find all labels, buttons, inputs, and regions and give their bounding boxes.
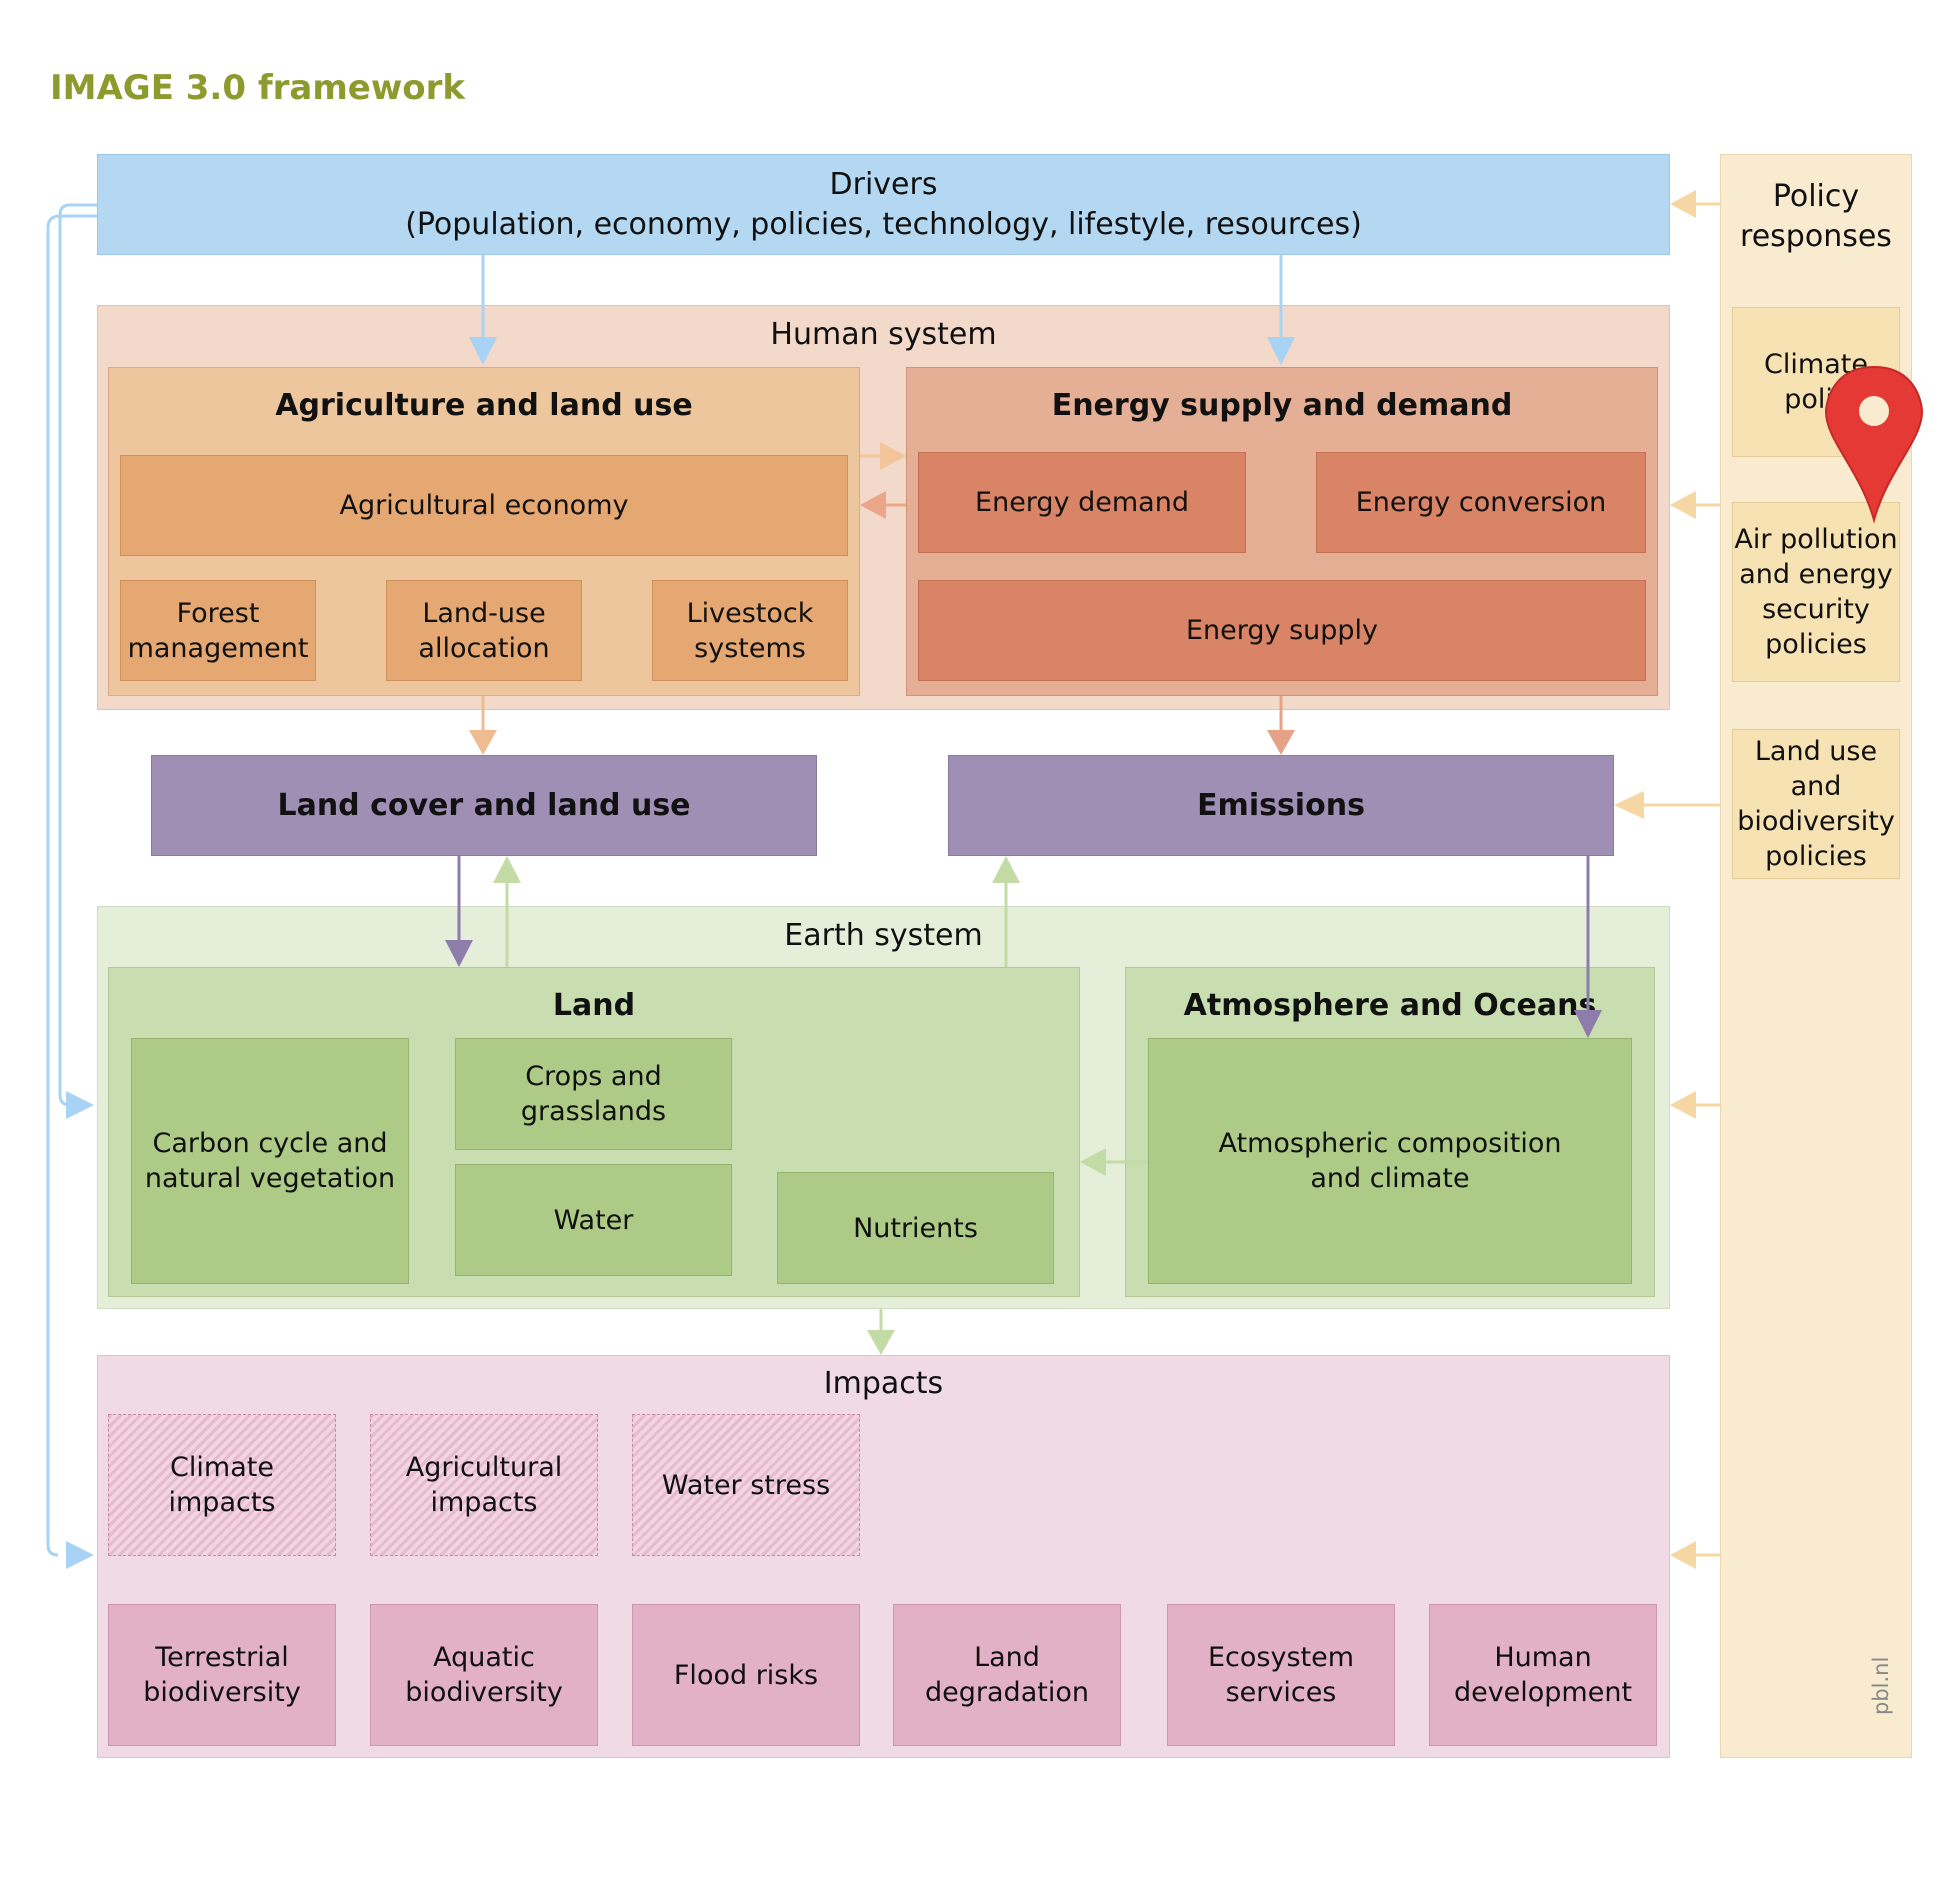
drivers-subtitle: (Population, economy, policies, technolo…	[405, 206, 1362, 242]
humdev-line1: Human	[1494, 1642, 1592, 1673]
arrowhead-loop-impacts	[66, 1541, 94, 1569]
aquatic-line2: biodiversity	[405, 1677, 563, 1708]
climate-impacts-box[interactable]: Climate impacts	[108, 1414, 336, 1556]
landdeg-line1: Land	[974, 1642, 1040, 1673]
livestock-systems-box[interactable]: Livestock systems	[652, 580, 848, 681]
arrowhead-agri-energy	[880, 442, 906, 470]
energy-header: Energy supply and demand	[1051, 388, 1513, 423]
driver-loop-earth	[58, 203, 97, 1107]
agri-impacts-line2: impacts	[430, 1487, 538, 1518]
climate-impacts-line2: impacts	[168, 1487, 276, 1518]
agricultural-impacts-box[interactable]: Agricultural impacts	[370, 1414, 598, 1556]
nutrients-box[interactable]: Nutrients	[777, 1172, 1054, 1284]
arrowhead-driver-agri	[469, 337, 497, 365]
agri-impacts-line1: Agricultural	[405, 1452, 563, 1483]
land-policy-line1: Land use and	[1754, 736, 1878, 802]
arrowhead-energy-down	[1267, 730, 1295, 755]
air-policy-line1: Air pollution	[1734, 524, 1898, 555]
atmos-line1: Atmospheric composition	[1218, 1128, 1562, 1159]
drivers-box[interactable]: Drivers (Population, economy, policies, …	[97, 154, 1670, 255]
impacts-header: Impacts	[823, 1366, 944, 1401]
water-stress-box[interactable]: Water stress	[632, 1414, 860, 1556]
arrowhead-landcover-down	[445, 940, 473, 967]
arrowhead-policy-energy	[1670, 491, 1696, 519]
terr-line1: Terrestrial	[155, 1642, 289, 1673]
climate-impacts-line1: Climate	[170, 1452, 274, 1483]
policy-header-line1: Policy	[1772, 179, 1860, 214]
forest-line2: management	[127, 632, 309, 664]
earth-system-header: Earth system	[784, 918, 983, 953]
arrowhead-earth-down	[867, 1330, 895, 1355]
land-policy-line3: policies	[1765, 841, 1867, 872]
atmos-line2: and climate	[1310, 1163, 1470, 1194]
agriculture-header: Agriculture and land use	[275, 388, 693, 423]
policy-header-line2: responses	[1740, 219, 1892, 254]
land-policy-line2: biodiversity	[1737, 806, 1895, 837]
arrowhead-agri-down	[469, 730, 497, 755]
arrowhead-driver-energy	[1267, 337, 1295, 365]
air-policy-line4: policies	[1765, 629, 1867, 660]
carbon-cycle-box[interactable]: Carbon cycle and natural vegetation	[131, 1038, 409, 1284]
arrowhead-policy-drivers	[1670, 190, 1696, 218]
crops-grasslands-box[interactable]: Crops and grasslands	[455, 1038, 732, 1150]
arrowhead-policy-earth	[1670, 1091, 1696, 1119]
arrowhead-loop-earth	[66, 1091, 94, 1119]
land-header: Land	[552, 988, 636, 1023]
arrowhead-policy-impacts	[1670, 1541, 1696, 1569]
air-policy-line3: security	[1762, 594, 1870, 625]
energy-demand-box[interactable]: Energy demand	[918, 452, 1246, 553]
livestock-line1: Livestock	[686, 597, 814, 629]
energy-supply-box[interactable]: Energy supply	[918, 580, 1646, 681]
ecosystem-services-box[interactable]: Ecosystem services	[1167, 1604, 1395, 1746]
human-development-box[interactable]: Human development	[1429, 1604, 1657, 1746]
air-pollution-policy-box[interactable]: Air pollution and energy security polici…	[1732, 502, 1900, 682]
humdev-line2: development	[1453, 1677, 1633, 1708]
land-cover-box[interactable]: Land cover and land use	[151, 755, 817, 856]
flood-risks-box[interactable]: Flood risks	[632, 1604, 860, 1746]
aquatic-line1: Aquatic	[433, 1642, 535, 1673]
land-use-allocation-box[interactable]: Land-use allocation	[386, 580, 582, 681]
livestock-line2: systems	[694, 632, 806, 664]
arrowhead-land-up	[493, 856, 521, 883]
forest-management-box[interactable]: Forest management	[120, 580, 316, 681]
terrestrial-biodiversity-box[interactable]: Terrestrial biodiversity	[108, 1604, 336, 1746]
location-marker-icon[interactable]	[1824, 365, 1924, 524]
policy-header: Policy responses	[1721, 177, 1911, 257]
landdeg-line2: degradation	[925, 1677, 1089, 1708]
atmosphere-header: Atmosphere and Oceans	[1183, 988, 1597, 1023]
arrowhead-energy-agri	[860, 491, 886, 519]
arrowhead-emissions-down	[1574, 1010, 1602, 1038]
arrowhead-land-emissions	[992, 856, 1020, 883]
land-use-policy-box[interactable]: Land use and biodiversity policies	[1732, 729, 1900, 879]
water-box[interactable]: Water	[455, 1164, 732, 1276]
air-policy-line2: and energy	[1739, 559, 1893, 590]
eco-line1: Ecosystem	[1207, 1642, 1355, 1673]
arrowhead-policy-emissions	[1614, 791, 1644, 819]
drivers-title: Drivers	[829, 166, 938, 202]
forest-line1: Forest	[176, 597, 260, 629]
carbon-line1: Carbon cycle and	[152, 1128, 388, 1159]
land-degradation-box[interactable]: Land degradation	[893, 1604, 1121, 1746]
eco-line2: services	[1225, 1677, 1337, 1708]
human-system-header: Human system	[770, 317, 997, 352]
terr-line2: biodiversity	[143, 1677, 301, 1708]
landuse-line2: allocation	[418, 632, 550, 664]
energy-conversion-box[interactable]: Energy conversion	[1316, 452, 1646, 553]
landuse-line1: Land-use	[422, 597, 546, 629]
page-title: IMAGE 3.0 framework	[50, 68, 465, 108]
impacts-panel: Impacts	[97, 1355, 1670, 1758]
emissions-box[interactable]: Emissions	[948, 755, 1614, 856]
aquatic-biodiversity-box[interactable]: Aquatic biodiversity	[370, 1604, 598, 1746]
atmospheric-composition-box[interactable]: Atmospheric composition and climate	[1148, 1038, 1632, 1284]
driver-loop-impacts	[46, 214, 97, 1557]
carbon-line2: natural vegetation	[144, 1163, 396, 1194]
arrowhead-atmos-land	[1080, 1148, 1106, 1176]
agricultural-economy-box[interactable]: Agricultural economy	[120, 455, 848, 556]
